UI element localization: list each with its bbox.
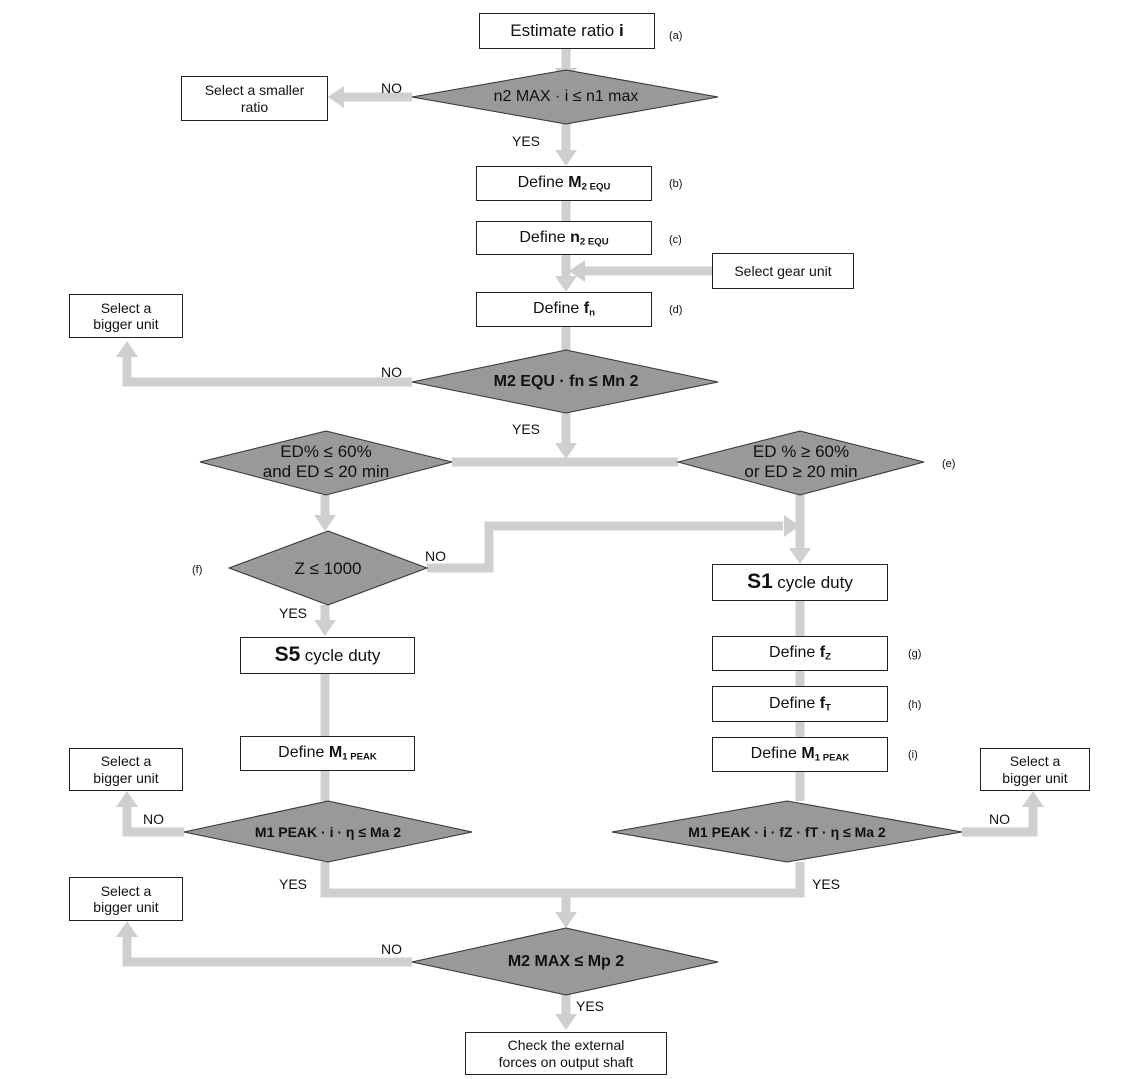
tag-b: (b)	[669, 178, 683, 190]
label-yes-peak-left: YES	[279, 876, 308, 892]
label-yes-peak-right: YES	[812, 876, 841, 892]
decision-torque-shape	[411, 349, 719, 414]
connectors	[116, 48, 1044, 1030]
label-no-peak-right: NO	[989, 811, 1010, 827]
select-bigger-unit-box-3: Select a bigger unit	[980, 748, 1090, 791]
s5-cycle-duty-box: S5 cycle duty	[240, 637, 415, 674]
define-n2-equ-box: Define n2 EQU	[476, 221, 652, 255]
define-fz-box: Define fZ	[712, 636, 888, 671]
define-fn-box: Define fn	[476, 292, 652, 327]
select-bigger-unit-box-1: Select a bigger unit	[69, 294, 183, 338]
select-gear-unit-box: Select gear unit	[712, 253, 854, 289]
label-no-torque: NO	[381, 364, 402, 380]
tag-h: (h)	[908, 699, 922, 711]
tag-i: (i)	[908, 749, 918, 761]
select-bigger-unit-box-4: Select a bigger unit	[69, 877, 183, 921]
decision-speed-shape	[411, 69, 719, 125]
tag-d: (d)	[669, 304, 683, 316]
decision-ed-right-shape	[676, 430, 925, 496]
tag-f: (f)	[192, 564, 203, 576]
decision-peak-left-shape	[183, 800, 473, 863]
label-no-peak-left: NO	[143, 811, 164, 827]
estimate-ratio-box: Estimate ratio i	[479, 13, 655, 49]
decisions	[183, 69, 963, 996]
check-external-forces-box: Check the external forces on output shaf…	[465, 1032, 667, 1075]
define-m1-peak-right-box: Define M1 PEAK	[712, 737, 888, 772]
label-yes-speed: YES	[512, 133, 541, 149]
label-yes-z: YES	[279, 605, 308, 621]
label-no-z: NO	[425, 548, 446, 564]
s1-cycle-duty-box: S1 cycle duty	[712, 564, 888, 601]
define-ft-box: Define fT	[712, 686, 888, 722]
select-bigger-unit-box-2: Select a bigger unit	[69, 748, 183, 791]
tag-a: (a)	[669, 30, 683, 42]
select-smaller-ratio-box: Select a smaller ratio	[181, 76, 328, 121]
decision-ed-left-shape	[199, 430, 453, 496]
decision-z-shape	[227, 530, 429, 606]
label-no-max: NO	[381, 941, 402, 957]
label-yes-max: YES	[576, 998, 605, 1014]
label-yes-torque: YES	[512, 421, 541, 437]
define-m2-equ-box: Define M2 EQU	[476, 166, 652, 201]
decision-max-shape	[411, 927, 719, 996]
tag-g: (g)	[908, 648, 922, 660]
tag-e: (e)	[942, 458, 956, 470]
label-no-speed: NO	[381, 80, 402, 96]
tag-c: (c)	[669, 234, 682, 246]
define-m1-peak-left-box: Define M1 PEAK	[240, 736, 415, 771]
decision-peak-right-shape	[611, 800, 963, 863]
